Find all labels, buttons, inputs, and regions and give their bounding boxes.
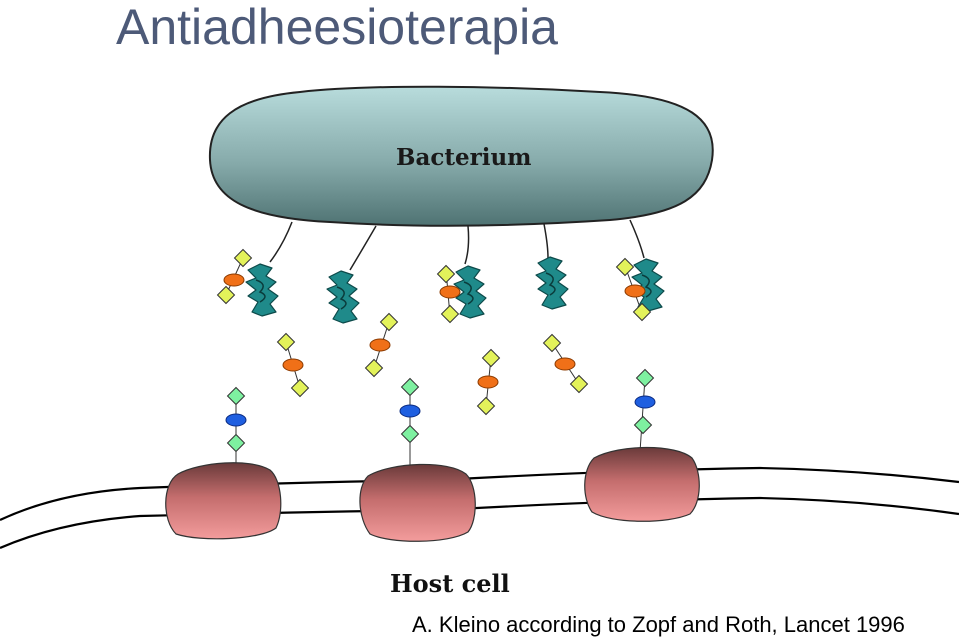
adhesin [535, 256, 569, 310]
bacterium-label: Bacterium [396, 144, 532, 171]
adhesin [326, 270, 360, 324]
host-cell-label: Host cell [390, 569, 510, 598]
adhesin-stalks [269, 219, 645, 271]
adhesin [245, 263, 279, 317]
slide-title: Antiadheesioterapia [116, 0, 558, 55]
bound-sugars [216, 248, 652, 324]
free-sugars [276, 312, 589, 416]
receptor-protein [165, 462, 282, 540]
source-credit: A. Kleino according to Zopf and Roth, La… [412, 612, 905, 637]
receptor-protein [359, 463, 476, 542]
bacterium-body [208, 85, 714, 227]
receptor-glycans [225, 368, 656, 468]
receptor-protein [584, 446, 700, 522]
host-cell-membrane [0, 466, 959, 550]
